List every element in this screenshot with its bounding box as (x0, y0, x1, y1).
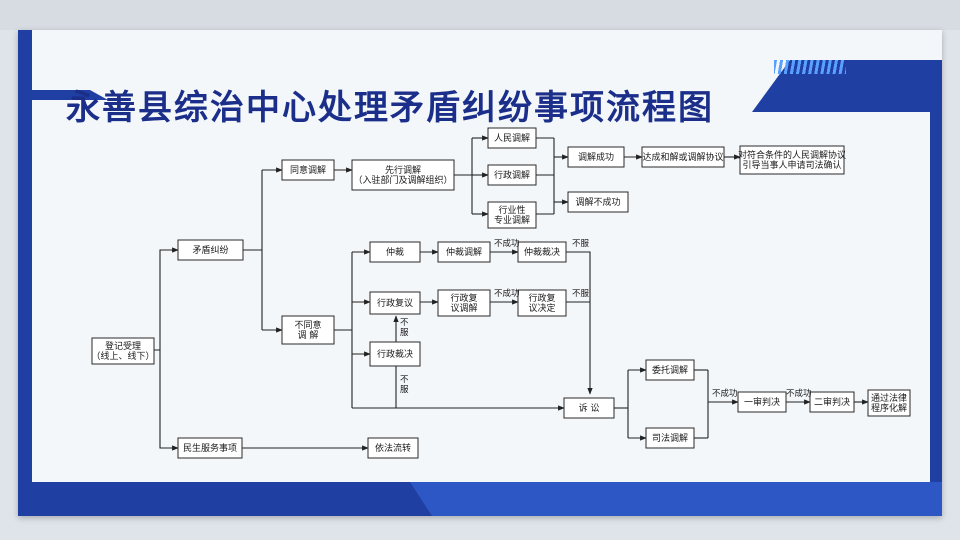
node-label: （线上、线下） (91, 350, 154, 362)
node-entrusted-mediate: 委托调解 (645, 359, 695, 381)
node-admin-ruling: 行政裁决 (369, 341, 421, 367)
edge-label-refuse4: 不 (400, 375, 409, 385)
node-label: 矛盾纠纷 (192, 244, 228, 256)
node-label: 登记受理 (105, 340, 141, 352)
edge-labels: 不成功不服不成功不服不服不服不成功不成功 (400, 238, 812, 399)
edge-label-refuse2: 不服 (572, 289, 590, 299)
node-label: 议调解 (450, 302, 477, 314)
node-admin-review: 行政复议 (369, 291, 421, 315)
node-mediate-success: 调解成功 (567, 146, 625, 168)
node-label: 行业性 (498, 204, 525, 216)
board-title: 永善县综治中心处理矛盾纠纷事项流程图 (66, 88, 714, 128)
title-accent-left (18, 90, 108, 100)
display-board: 永善县综治中心处理矛盾纠纷事项流程图 (18, 30, 942, 516)
node-label: 司法调解 (652, 432, 688, 444)
node-lawful-transfer: 依法流转 (367, 437, 419, 459)
node-mediate-fail: 调解不成功 (567, 191, 629, 213)
node-label: 通过法律 (871, 392, 907, 404)
node-label: 不同意 (294, 319, 321, 331)
node-lawsuit: 诉 讼 (563, 397, 615, 419)
node-label: 民生服务事项 (183, 442, 237, 454)
node-second-instance: 二审判决 (809, 391, 855, 413)
node-label: 调 解 (298, 329, 319, 341)
node-register: 登记受理（线上、线下） (91, 337, 155, 365)
node-label: 行政复议 (377, 297, 413, 309)
node-label: 调解不成功 (575, 196, 620, 208)
node-label: 二审判决 (814, 396, 850, 408)
node-label: 引导当事人申请司法确认 (742, 159, 841, 171)
node-label: 达成和解或调解协议 (642, 151, 723, 163)
node-label: 仲裁 (386, 246, 404, 258)
edge-label-fail3: 不成功 (712, 388, 738, 399)
node-admin-mediate: 行政调解 (487, 164, 537, 186)
board-bottom-band (18, 482, 942, 516)
node-label: 仲裁调解 (446, 246, 482, 258)
node-label: 依法流转 (375, 442, 411, 454)
node-judicial-mediate: 司法调解 (645, 427, 695, 449)
node-label: 人民调解 (494, 132, 530, 144)
edge-label-fail1: 不成功 (494, 238, 520, 249)
board-right-band (930, 66, 942, 516)
edge-label-refuse4: 服 (400, 385, 409, 395)
node-arbitration: 仲裁 (369, 241, 421, 263)
node-agree: 同意调解 (281, 159, 335, 181)
edge-label-refuse3: 不 (400, 318, 409, 328)
node-label: 同意调解 (290, 164, 326, 176)
node-dispute: 矛盾纠纷 (177, 239, 244, 261)
node-label: （入驻部门及调解组织） (353, 174, 452, 186)
node-label: 行政复 (450, 292, 477, 304)
node-people-mediate: 人民调解 (487, 127, 537, 149)
edge-label-refuse3: 服 (400, 328, 409, 338)
node-label: 一审判决 (744, 396, 780, 408)
title-stripes (774, 60, 846, 74)
node-label: 调解成功 (578, 151, 614, 163)
node-label: 程序化解 (871, 402, 907, 414)
node-label: 行政复 (528, 292, 555, 304)
node-arbitration-mediate: 仲裁调解 (437, 241, 491, 263)
node-first-mediate: 先行调解（入驻部门及调解组织） (351, 159, 455, 191)
node-label: 行政调解 (494, 169, 530, 181)
node-first-instance: 一审判决 (737, 391, 787, 413)
node-label: 专业调解 (494, 214, 530, 226)
node-label: 议决定 (528, 302, 555, 314)
node-label: 对符合条件的人民调解协议 (738, 149, 846, 161)
node-arbitration-award: 仲裁裁决 (517, 241, 567, 263)
board-left-band (18, 30, 32, 516)
node-agreement: 达成和解或调解协议 (641, 146, 725, 168)
flow-edges (154, 135, 869, 451)
edge-label-refuse1: 不服 (572, 239, 590, 249)
wall-background (0, 0, 960, 30)
edge-label-fail2: 不成功 (494, 288, 520, 299)
edge-label-fail4: 不成功 (786, 388, 812, 399)
node-label: 行政裁决 (377, 348, 413, 360)
node-label: 委托调解 (652, 364, 688, 376)
node-livelihood: 民生服务事项 (177, 437, 243, 459)
node-label: 仲裁裁决 (524, 246, 560, 258)
node-label: 先行调解 (385, 164, 421, 176)
node-label: 诉 讼 (579, 402, 600, 414)
